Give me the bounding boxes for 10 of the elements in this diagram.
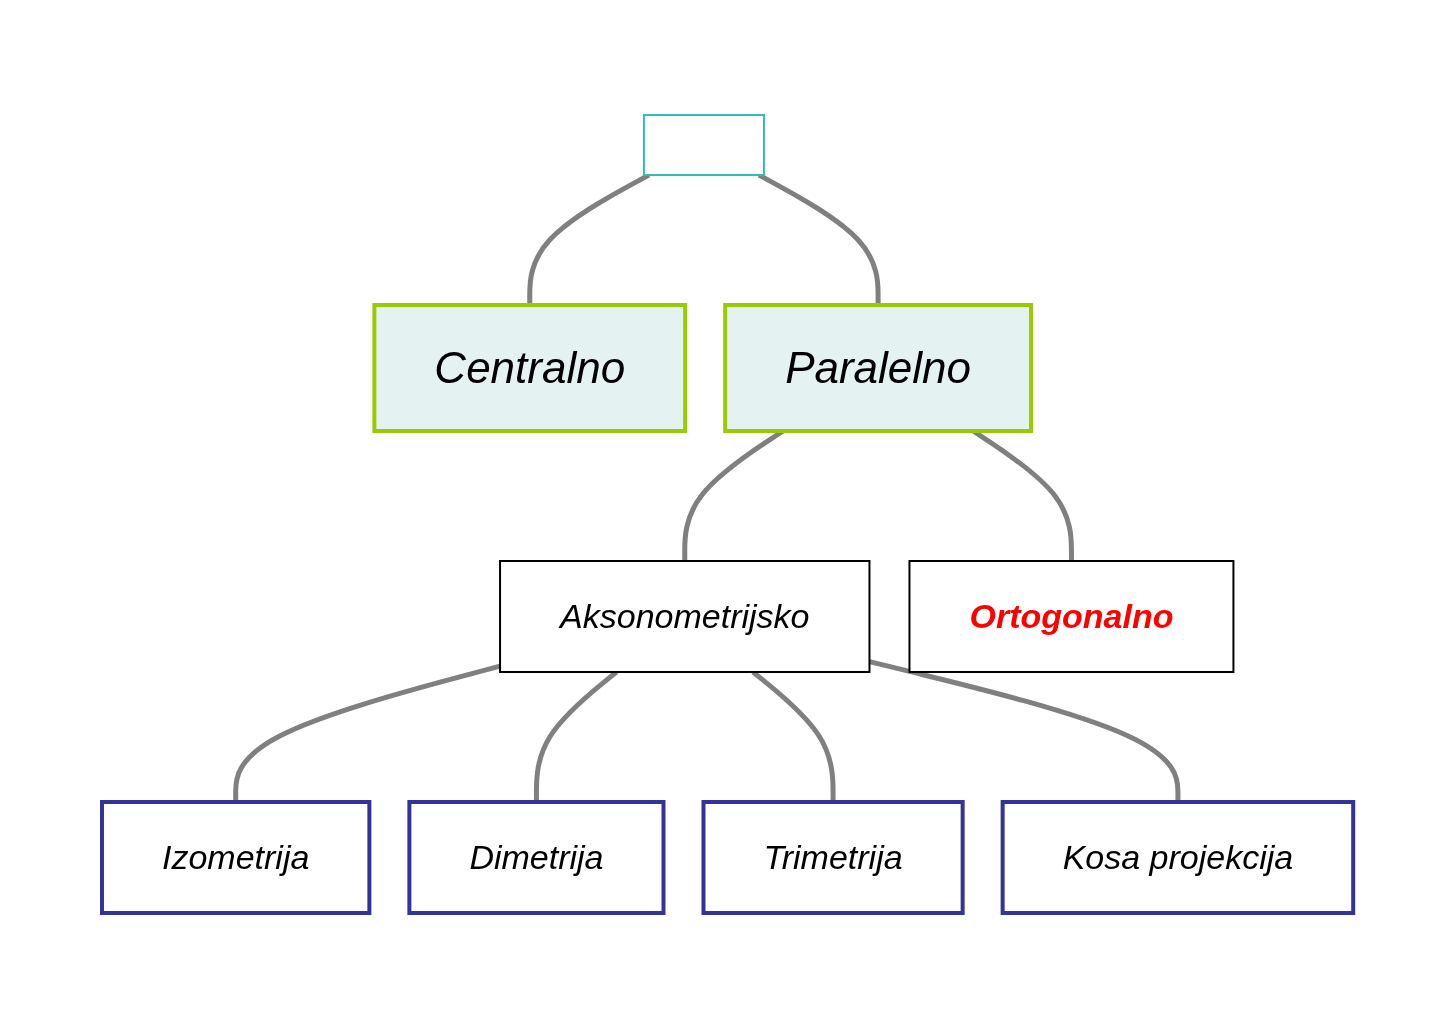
node-box (642, 114, 765, 176)
node-box: Aksonometrijsko (498, 560, 871, 673)
node-box: Centralno (372, 303, 688, 433)
connector (233, 663, 501, 802)
node-box: Trimetrija (701, 800, 965, 915)
node-box: Izometrija (99, 800, 372, 915)
node-box: Ortogonalno (908, 560, 1235, 673)
node-box: Dimetrija (407, 800, 666, 915)
node-box: Kosa projekcija (1000, 800, 1356, 915)
node-box: Paralelno (723, 303, 1033, 433)
